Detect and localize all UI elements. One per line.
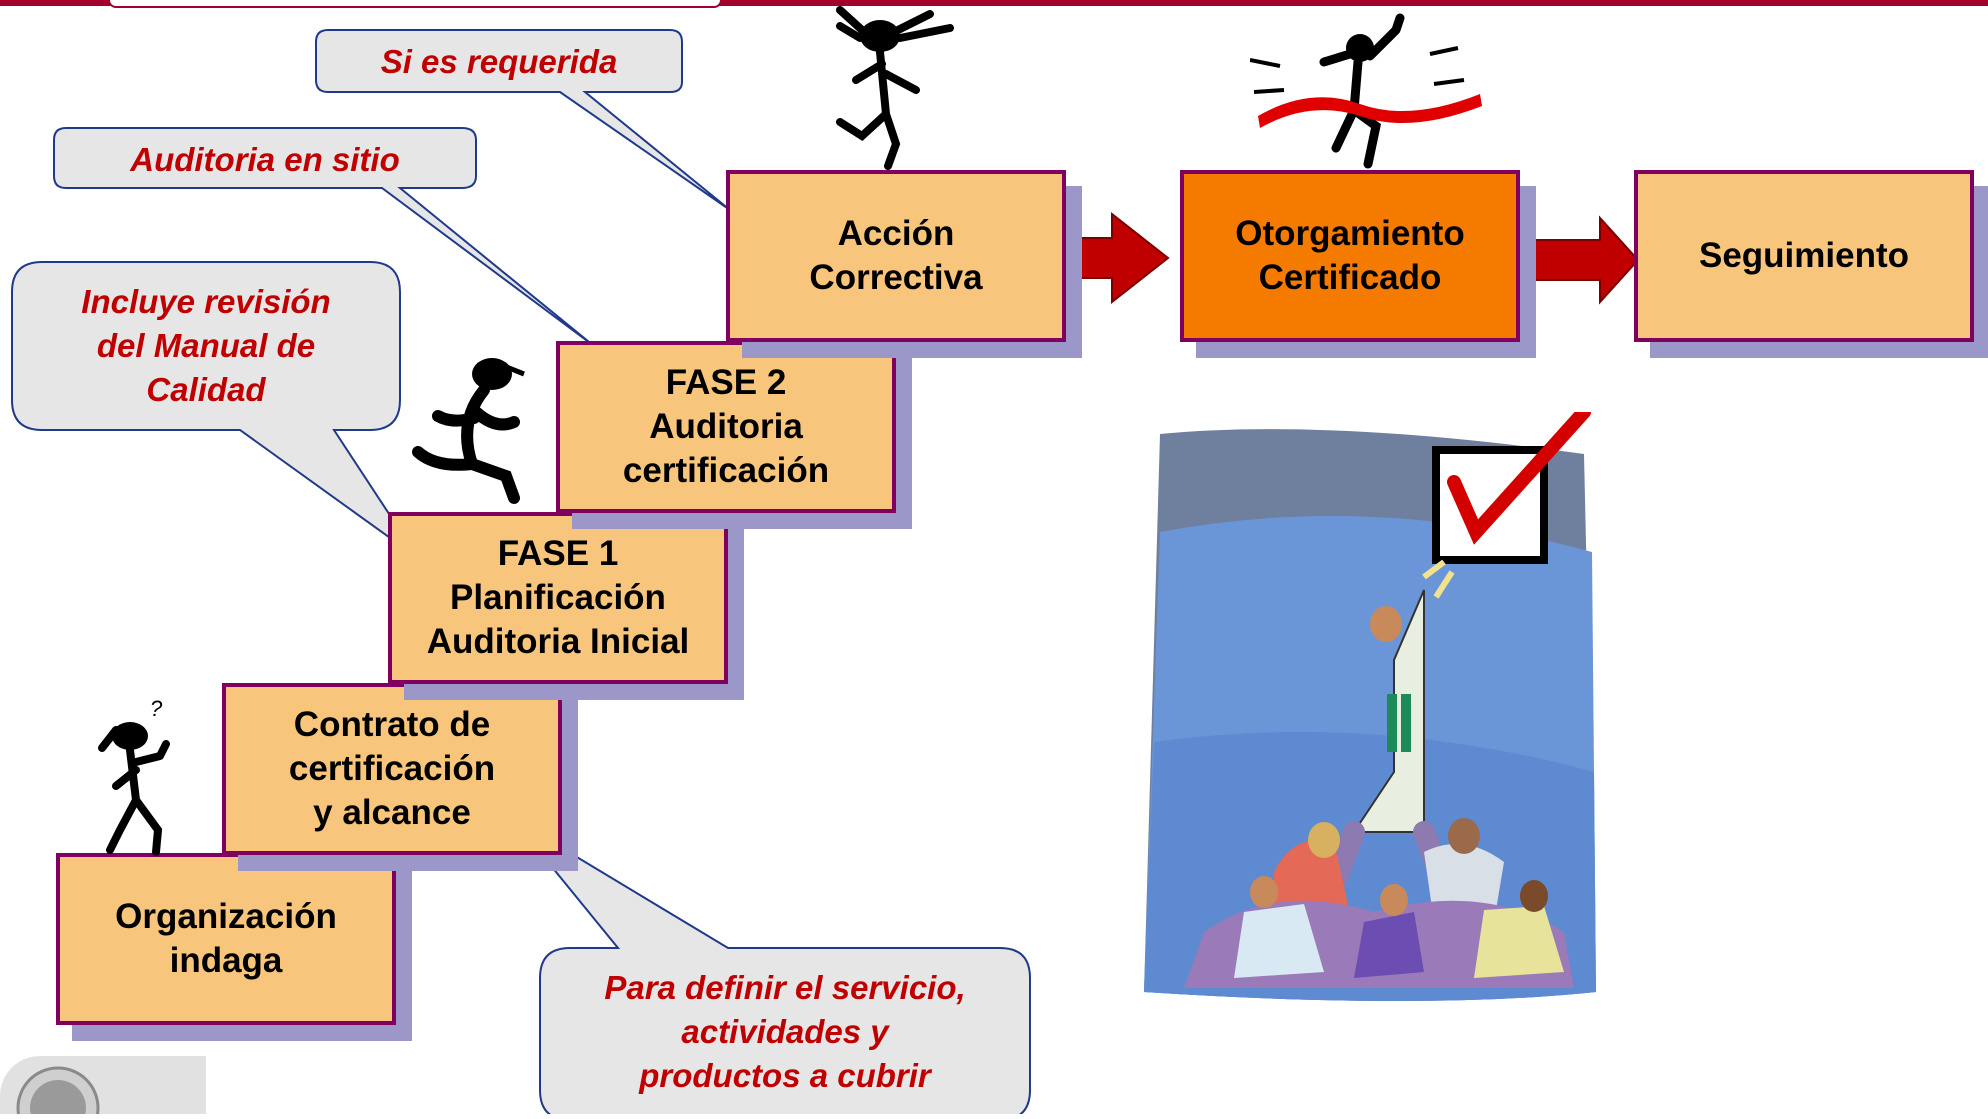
top-band [0,0,1988,6]
step-seguimiento: Seguimiento [1634,170,1974,342]
callout-incluye: Incluye revisión del Manual de Calidad [12,280,400,412]
step-line: y alcance [313,793,471,832]
step-line: Organización [115,897,337,936]
callout-line: Si es requerida [380,43,618,80]
step-accion: Acción Correctiva [726,170,1066,342]
step-line: Seguimiento [1698,236,1910,275]
step-otorgamiento: Otorgamiento Certificado [1180,170,1520,342]
callout-line: del Manual de [96,327,316,364]
step-line: certificación [622,451,830,490]
callout-line: Auditoria en sitio [130,141,400,178]
logo-seal-icon [16,1066,100,1119]
svg-text:?: ? [150,696,163,721]
step-line: Correctiva [809,258,983,297]
callout-incluye-shape [11,261,419,559]
callout-para-definir-shape [511,817,1031,1114]
callout-auditoria-sitio: Auditoria en sitio [54,138,476,182]
step-line: indaga [169,941,283,980]
callout-si-requerida: Si es requerida [316,40,682,84]
step-contrato: Contrato de certificación y alcance [222,683,562,855]
step-line: Contrato de [293,705,491,744]
callout-auditoria-sitio-shape [53,127,595,347]
step-line: FASE 1 [497,534,619,573]
step-line: FASE 2 [665,363,787,402]
step-line: Auditoria [649,407,803,446]
callout-line: productos a cubrir [639,1057,931,1094]
step-line: Acción [837,214,955,253]
callout-line: Calidad [146,371,266,408]
step-fase2: FASE 2 Auditoria certificación [556,341,896,513]
callout-line: Para definir el servicio, [604,969,966,1006]
thinking-figure-icon: ? [98,696,170,856]
arrow-accion-to-otorgamiento [1067,211,1170,305]
logo-icon [0,1056,206,1119]
step-organizacion: Organización indaga [56,853,396,1025]
frustrated-figure-icon [836,6,954,170]
team-pyramid-icon [1144,412,1596,1002]
step-fase1: FASE 1 Planificación Auditoria Inicial [388,512,728,684]
step-line: Planificación [450,578,666,617]
step-line: Certificado [1258,258,1442,297]
step-line: Auditoria Inicial [426,622,690,661]
running-figure-icon [412,358,525,504]
callout-line: actividades y [681,1013,889,1050]
callout-para-definir: Para definir el servicio, actividades y … [540,966,1030,1098]
winner-figure-icon [1250,13,1482,169]
callout-si-requerida-shape [315,29,731,211]
step-line: certificación [288,749,496,788]
step-line: Otorgamiento [1235,214,1465,253]
arrow-otorgamiento-to-seguimiento [1519,215,1640,305]
callout-line: Incluye revisión [81,283,331,320]
